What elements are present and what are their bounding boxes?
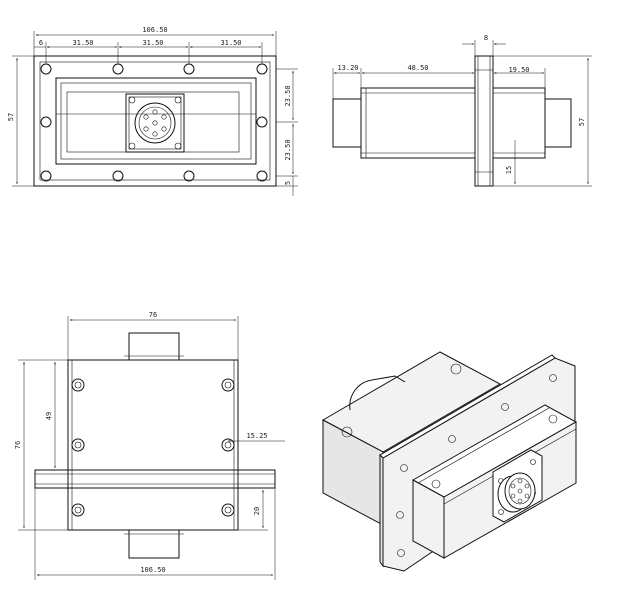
- dim-lower-offset: 20: [253, 507, 261, 515]
- dim-pitch-1: 31.50: [72, 39, 93, 47]
- iso-bolt-hole: [448, 435, 456, 443]
- top-dimensions: 76 106.50 76 49 15.25 20: [14, 311, 285, 580]
- front-connector: [125, 93, 185, 153]
- bolt-hole: [256, 116, 268, 128]
- bolt-hole: [183, 63, 195, 75]
- dim-upper-vertical: 23.50: [284, 85, 292, 106]
- dim-side-height: 57: [578, 118, 586, 126]
- side-right-stub: [544, 98, 572, 148]
- bolt-hole: [112, 63, 124, 75]
- top-flange: [34, 469, 276, 489]
- top-body: [67, 359, 239, 531]
- front-flange-outline: [33, 55, 277, 187]
- dim-top-overall-width: 106.50: [140, 566, 165, 574]
- iso-bolt-hole: [396, 511, 404, 519]
- top-view: 76 106.50 76 49 15.25 20: [14, 311, 285, 580]
- screw: [221, 503, 235, 517]
- side-right-body: [492, 87, 546, 159]
- dim-bottom-offset: 5: [284, 181, 292, 185]
- bolt-hole: [40, 170, 52, 182]
- front-dimensions: 106.50 6 31.50 31.50 31.50 57 23.50: [7, 26, 298, 196]
- iso-bolt-hole: [549, 374, 557, 382]
- side-body: [360, 87, 476, 159]
- iso-bolt-hole: [397, 549, 405, 557]
- side-left-stub: [332, 98, 362, 148]
- iso-bolt-hole: [400, 464, 408, 472]
- dim-lower-vertical: 23.50: [284, 139, 292, 160]
- front-body-outline: [55, 77, 257, 165]
- iso-bolt-hole: [501, 403, 509, 411]
- dim-top-height: 76: [14, 441, 22, 449]
- screw: [71, 378, 85, 392]
- side-view: 13.20 48.50 8 19.50 57 15: [332, 34, 592, 187]
- dim-right-stub: 19.50: [508, 66, 529, 74]
- front-bolt-holes: [40, 63, 268, 182]
- dim-flange-thickness: 8: [484, 34, 488, 42]
- top-screws: [71, 378, 235, 517]
- dim-edge-offset: 6: [39, 39, 43, 47]
- screw: [221, 438, 235, 452]
- dim-height: 57: [7, 113, 15, 121]
- bolt-hole: [40, 116, 52, 128]
- dim-pitch-3: 31.50: [220, 39, 241, 47]
- dim-body-length: 48.50: [407, 64, 428, 72]
- bolt-hole: [40, 63, 52, 75]
- dim-top-flange-offset: 15.25: [246, 432, 267, 440]
- dim-flange-offset: 15: [505, 166, 513, 174]
- screw: [221, 378, 235, 392]
- bolt-hole: [256, 170, 268, 182]
- dim-left-stub: 13.20: [337, 64, 358, 72]
- bolt-hole: [256, 63, 268, 75]
- isometric-view: [321, 351, 578, 572]
- screw: [71, 438, 85, 452]
- dim-overall-width: 106.50: [142, 26, 167, 34]
- iso-connector: [492, 449, 543, 523]
- side-dimensions: 13.20 48.50 8 19.50 57 15: [332, 34, 592, 187]
- bolt-hole: [112, 170, 124, 182]
- dim-body-width: 76: [149, 311, 157, 319]
- screw: [71, 503, 85, 517]
- front-view: 106.50 6 31.50 31.50 31.50 57 23.50: [7, 26, 298, 196]
- bolt-hole: [183, 170, 195, 182]
- dim-inner-height: 49: [45, 412, 53, 420]
- dim-pitch-2: 31.50: [142, 39, 163, 47]
